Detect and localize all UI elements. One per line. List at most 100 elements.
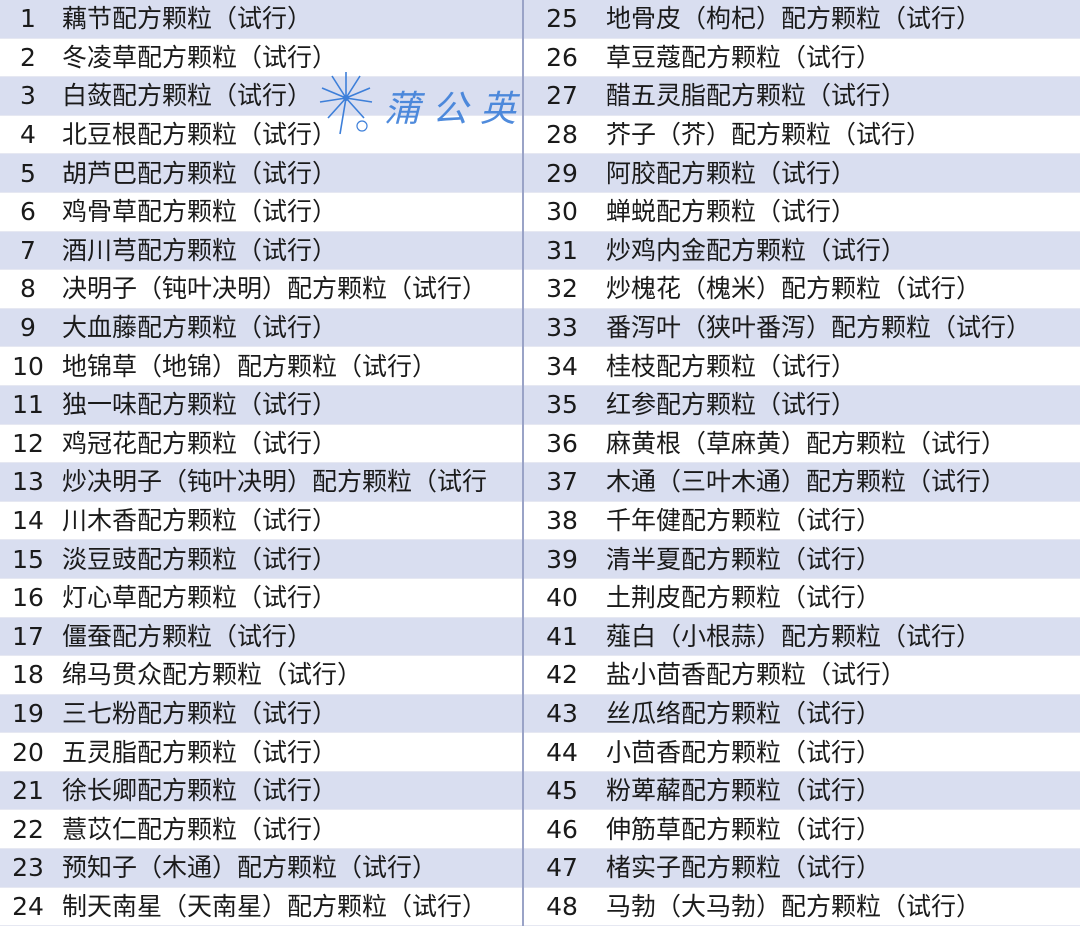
right-name-cell: 芥子（芥）配方颗粒（试行） (600, 115, 1080, 155)
left-number-cell: 14 (0, 501, 56, 541)
left-name-cell: 决明子（钝叶决明）配方颗粒（试行） (56, 269, 524, 309)
left-number-cell: 3 (0, 76, 56, 116)
left-number-cell: 13 (0, 462, 56, 502)
left-number-cell: 4 (0, 115, 56, 155)
right-number-cell: 30 (523, 192, 600, 232)
right-number-cell: 35 (523, 385, 600, 425)
left-name-cell: 地锦草（地锦）配方颗粒（试行） (56, 346, 524, 386)
right-name-cell: 炒槐花（槐米）配方颗粒（试行） (600, 269, 1080, 309)
left-number-cell: 2 (0, 38, 56, 78)
right-number-cell: 37 (523, 462, 600, 502)
right-name-cell: 炒鸡内金配方颗粒（试行） (600, 231, 1080, 271)
right-name-cell: 楮实子配方颗粒（试行） (600, 848, 1080, 888)
right-number-cell: 38 (523, 501, 600, 541)
left-number-cell: 9 (0, 308, 56, 348)
left-name-cell: 大血藤配方颗粒（试行） (56, 308, 524, 348)
right-number-cell: 28 (523, 115, 600, 155)
left-name-cell: 灯心草配方颗粒（试行） (56, 578, 524, 618)
right-number-cell: 40 (523, 578, 600, 618)
right-name-cell: 薤白（小根蒜）配方颗粒（试行） (600, 617, 1080, 657)
left-name-cell: 川木香配方颗粒（试行） (56, 501, 524, 541)
right-name-cell: 盐小茴香配方颗粒（试行） (600, 655, 1080, 695)
right-name-cell: 千年健配方颗粒（试行） (600, 501, 1080, 541)
right-number-cell: 25 (523, 0, 600, 39)
left-number-cell: 5 (0, 153, 56, 193)
right-number-cell: 29 (523, 153, 600, 193)
right-number-cell: 31 (523, 231, 600, 271)
left-name-cell: 绵马贯众配方颗粒（试行） (56, 655, 524, 695)
left-name-cell: 北豆根配方颗粒（试行） (56, 115, 524, 155)
right-name-cell: 木通（三叶木通）配方颗粒（试行） (600, 462, 1080, 502)
left-number-cell: 12 (0, 424, 56, 464)
left-name-cell: 三七粉配方颗粒（试行） (56, 694, 524, 734)
left-name-cell: 胡芦巴配方颗粒（试行） (56, 153, 524, 193)
left-number-cell: 15 (0, 539, 56, 579)
right-number-cell: 32 (523, 269, 600, 309)
right-number-cell: 42 (523, 655, 600, 695)
right-name-cell: 草豆蔻配方颗粒（试行） (600, 38, 1080, 78)
left-number-cell: 23 (0, 848, 56, 888)
left-number-cell: 17 (0, 617, 56, 657)
left-name-cell: 冬凌草配方颗粒（试行） (56, 38, 524, 78)
right-number-cell: 39 (523, 539, 600, 579)
right-number-cell: 43 (523, 694, 600, 734)
right-name-cell: 丝瓜络配方颗粒（试行） (600, 694, 1080, 734)
left-number-cell: 20 (0, 732, 56, 772)
right-name-cell: 阿胶配方颗粒（试行） (600, 153, 1080, 193)
right-name-cell: 粉萆薢配方颗粒（试行） (600, 771, 1080, 811)
right-number-cell: 45 (523, 771, 600, 811)
right-name-cell: 麻黄根（草麻黄）配方颗粒（试行） (600, 424, 1080, 464)
right-number-cell: 27 (523, 76, 600, 116)
right-name-cell: 蝉蜕配方颗粒（试行） (600, 192, 1080, 232)
right-number-cell: 26 (523, 38, 600, 78)
left-number-cell: 6 (0, 192, 56, 232)
right-name-cell: 番泻叶（狭叶番泻）配方颗粒（试行） (600, 308, 1080, 348)
right-name-cell: 土荆皮配方颗粒（试行） (600, 578, 1080, 618)
left-name-cell: 鸡冠花配方颗粒（试行） (56, 424, 524, 464)
right-name-cell: 小茴香配方颗粒（试行） (600, 732, 1080, 772)
right-number-cell: 47 (523, 848, 600, 888)
left-name-cell: 淡豆豉配方颗粒（试行） (56, 539, 524, 579)
right-name-cell: 伸筋草配方颗粒（试行） (600, 809, 1080, 850)
right-name-cell: 醋五灵脂配方颗粒（试行） (600, 76, 1080, 116)
right-name-cell: 红参配方颗粒（试行） (600, 385, 1080, 425)
left-number-cell: 7 (0, 231, 56, 271)
left-name-cell: 鸡骨草配方颗粒（试行） (56, 192, 524, 232)
left-name-cell: 酒川芎配方颗粒（试行） (56, 231, 524, 271)
left-name-cell: 白蔹配方颗粒（试行） (56, 76, 524, 116)
left-number-cell: 11 (0, 385, 56, 425)
left-name-cell: 独一味配方颗粒（试行） (56, 385, 524, 425)
left-number-cell: 16 (0, 578, 56, 618)
right-number-cell: 44 (523, 732, 600, 772)
left-name-cell: 藕节配方颗粒（试行） (56, 0, 524, 39)
left-name-cell: 预知子（木通）配方颗粒（试行） (56, 848, 524, 888)
left-number-cell: 18 (0, 655, 56, 695)
right-name-cell: 地骨皮（枸杞）配方颗粒（试行） (600, 0, 1080, 39)
left-number-cell: 8 (0, 269, 56, 309)
left-name-cell: 五灵脂配方颗粒（试行） (56, 732, 524, 772)
right-number-cell: 36 (523, 424, 600, 464)
left-name-cell: 徐长卿配方颗粒（试行） (56, 771, 524, 811)
left-number-cell: 19 (0, 694, 56, 734)
left-name-cell: 僵蚕配方颗粒（试行） (56, 617, 524, 657)
left-number-cell: 22 (0, 809, 56, 850)
